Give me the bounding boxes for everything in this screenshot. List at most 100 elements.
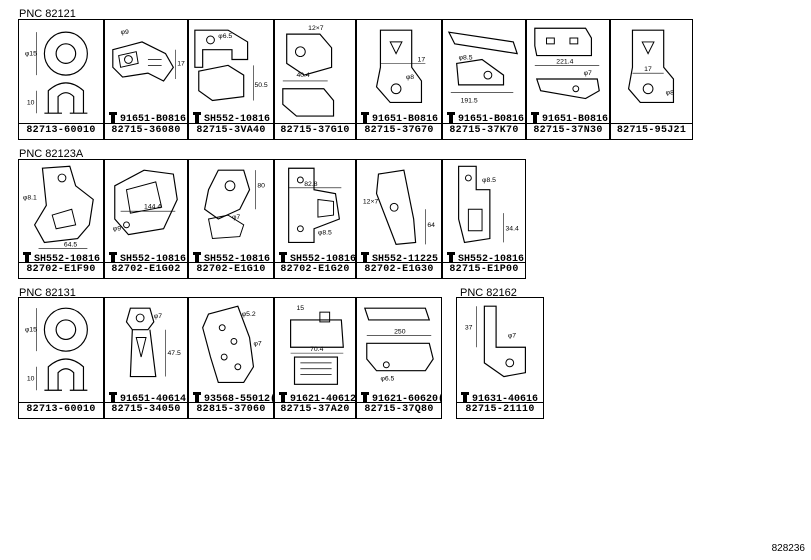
bolt-icon [446, 112, 456, 123]
bolt-callout: 91651-B0816 [530, 112, 608, 125]
dim-label: φ8 [666, 90, 674, 97]
part-number[interactable]: 82713-60010 [19, 123, 103, 139]
part-cell[interactable]: 12×7 40.4 82715-37G10 [274, 19, 356, 140]
dim-label: 15 [296, 305, 304, 312]
part-cell[interactable]: 37 φ7 91631-40616 82715-21110 [456, 297, 544, 419]
dim-label: 64 [427, 222, 435, 229]
bracket-drawing: 221.4 φ7 [534, 27, 600, 100]
dim-label: 10 [27, 99, 35, 106]
part-number[interactable]: 82715-36080 [105, 123, 187, 139]
dim-label: φ8 [406, 74, 414, 81]
dim-label: φ7 [232, 214, 240, 221]
part-cell[interactable]: φ8.5 191.5 91651-B0816(2) 82715-37K70 [442, 19, 526, 140]
dim-label: φ9 [113, 226, 121, 233]
part-number[interactable]: 82702-E1F90 [19, 262, 103, 278]
bolt-part-number: 91651-40614 [120, 394, 187, 405]
bolt-part-number: 91651-B0816 [120, 114, 187, 125]
part-number[interactable]: 82715-37G70 [357, 123, 441, 139]
bolt-icon [278, 392, 288, 403]
bolt-icon [192, 112, 202, 123]
part-number[interactable]: 82715-37G10 [275, 123, 355, 139]
dim-label: φ7 [253, 340, 261, 347]
part-cell[interactable]: 250 φ6.5 91621-60620(2) 82715-37Q80 [356, 297, 442, 419]
bolt-icon [108, 252, 118, 263]
part-cell[interactable]: φ15 10 82713-60010 [18, 19, 104, 140]
bolt-callout: SH552-10816 [192, 112, 270, 125]
bracket-drawing: 37 φ7 [465, 305, 526, 378]
part-number[interactable]: 82715-95J21 [611, 123, 692, 139]
bolt-icon [446, 252, 456, 263]
part-cell[interactable]: 82.8 φ8.5 SH552-10816 82702-E1G20 [274, 159, 356, 279]
part-cell[interactable]: 17 φ8 82715-95J21 [610, 19, 693, 140]
dim-label: 82.8 [304, 181, 317, 188]
part-cell[interactable]: φ9 17 91651-B0816 82715-36080 [104, 19, 188, 140]
part-cell[interactable]: φ7 47.5 91651-40614 82715-34050 [104, 297, 188, 419]
dim-label: 64.5 [64, 241, 77, 248]
dim-label: 250 [394, 329, 406, 336]
bolt-part-number: 91651-B0816(2) [458, 114, 525, 125]
bolt-icon [460, 392, 470, 403]
part-cell[interactable]: 15 70.4 91621-40612 82715-37A20 [274, 297, 356, 419]
bolt-callout: SH552-10816 [192, 252, 270, 265]
part-cell[interactable]: φ5.2 φ7 93568-55012(2) 82815-37060 [188, 297, 274, 419]
part-cell[interactable]: 80 φ7 SH552-10816 82702-E1G10 [188, 159, 274, 279]
dim-label: φ9 [121, 29, 129, 36]
part-cell[interactable]: φ15 10 82713-60010 [18, 297, 104, 419]
bolt-part-number: SH552-10816 [458, 254, 525, 265]
part-cell[interactable]: φ8.1 64.5 SH552-10816 82702-E1F90 [18, 159, 104, 279]
dim-label: 221.4 [556, 58, 573, 65]
bolt-icon [360, 392, 370, 403]
dim-label: φ15 [25, 51, 37, 58]
part-number[interactable]: 82702-E1G30 [357, 262, 441, 278]
dim-label: 17 [177, 60, 185, 67]
dim-label: 144.4 [144, 203, 161, 210]
part-number[interactable]: 82702-E1G02 [105, 262, 187, 278]
bracket-drawing: 17 φ8 [375, 29, 426, 104]
bolt-callout: 91651-B0816(2) [446, 112, 525, 125]
part-cell[interactable]: 221.4 φ7 91651-B0816 82715-37N30 [526, 19, 610, 140]
part-cell[interactable]: 12×7 64 SH552-11225 82702-E1G30 [356, 159, 442, 279]
dim-label: 12×7 [363, 198, 379, 205]
bolt-part-number: SH552-10816 [34, 254, 101, 265]
bracket-drawing: φ7 47.5 [125, 307, 181, 378]
bolt-part-number: SH552-11225 [372, 254, 439, 265]
bolt-icon [360, 112, 370, 123]
grommet-drawing: φ15 10 [25, 31, 88, 114]
part-cell[interactable]: φ6.5 50.5 SH552-10816 82715-3VA40 [188, 19, 274, 140]
bolt-part-number: SH552-10816 [290, 254, 356, 265]
part-cell[interactable]: 17 φ8 91651-B0816 82715-37G70 [356, 19, 442, 140]
pnc-label-82131: PNC 82131 [19, 287, 76, 299]
part-number[interactable]: 82715-21110 [457, 402, 543, 418]
part-number[interactable]: 82715-34050 [105, 402, 187, 418]
bolt-callout: 91651-B0816 [108, 112, 186, 125]
part-number[interactable]: 82715-37Q80 [357, 402, 441, 418]
bracket-drawing: φ6.5 50.5 [194, 29, 268, 102]
part-number[interactable]: 82702-E1G10 [189, 262, 273, 278]
bracket-drawing: 12×7 64 [363, 169, 435, 246]
bracket-drawing: 15 70.4 [290, 305, 344, 385]
part-cell[interactable]: φ8.5 34.4 SH552-10816 82715-E1P00 [442, 159, 526, 279]
part-number[interactable]: 82715-3VA40 [189, 123, 273, 139]
dim-label: 80 [257, 183, 265, 190]
part-cell[interactable]: 144.4 φ9 SH552-10816 82702-E1G02 [104, 159, 188, 279]
bolt-icon [360, 252, 370, 263]
dim-label: φ6.5 [218, 33, 232, 40]
part-number[interactable]: 82815-37060 [189, 402, 273, 418]
part-number[interactable]: 82715-37A20 [275, 402, 355, 418]
bolt-part-number: 91631-40616 [472, 394, 539, 405]
bolt-part-number: 91651-B0816 [542, 114, 609, 125]
bolt-callout: 91631-40616 [460, 392, 538, 405]
part-number[interactable]: 82715-37K70 [443, 123, 525, 139]
part-number[interactable]: 82713-60010 [19, 402, 103, 418]
bolt-part-number: 91621-60620(2) [372, 394, 441, 405]
part-number[interactable]: 82702-E1G20 [275, 262, 355, 278]
dim-label: 34.4 [505, 226, 518, 233]
part-number[interactable]: 82715-E1P00 [443, 262, 525, 278]
pnc-label-82121: PNC 82121 [19, 8, 76, 20]
dim-label: 37 [465, 325, 473, 332]
dim-label: 17 [418, 56, 426, 63]
part-number[interactable]: 82715-37N30 [527, 123, 609, 139]
bolt-part-number: SH552-10816 [204, 254, 271, 265]
bracket-drawing: 144.4 φ9 [113, 169, 178, 236]
dim-label: 12×7 [308, 25, 324, 32]
